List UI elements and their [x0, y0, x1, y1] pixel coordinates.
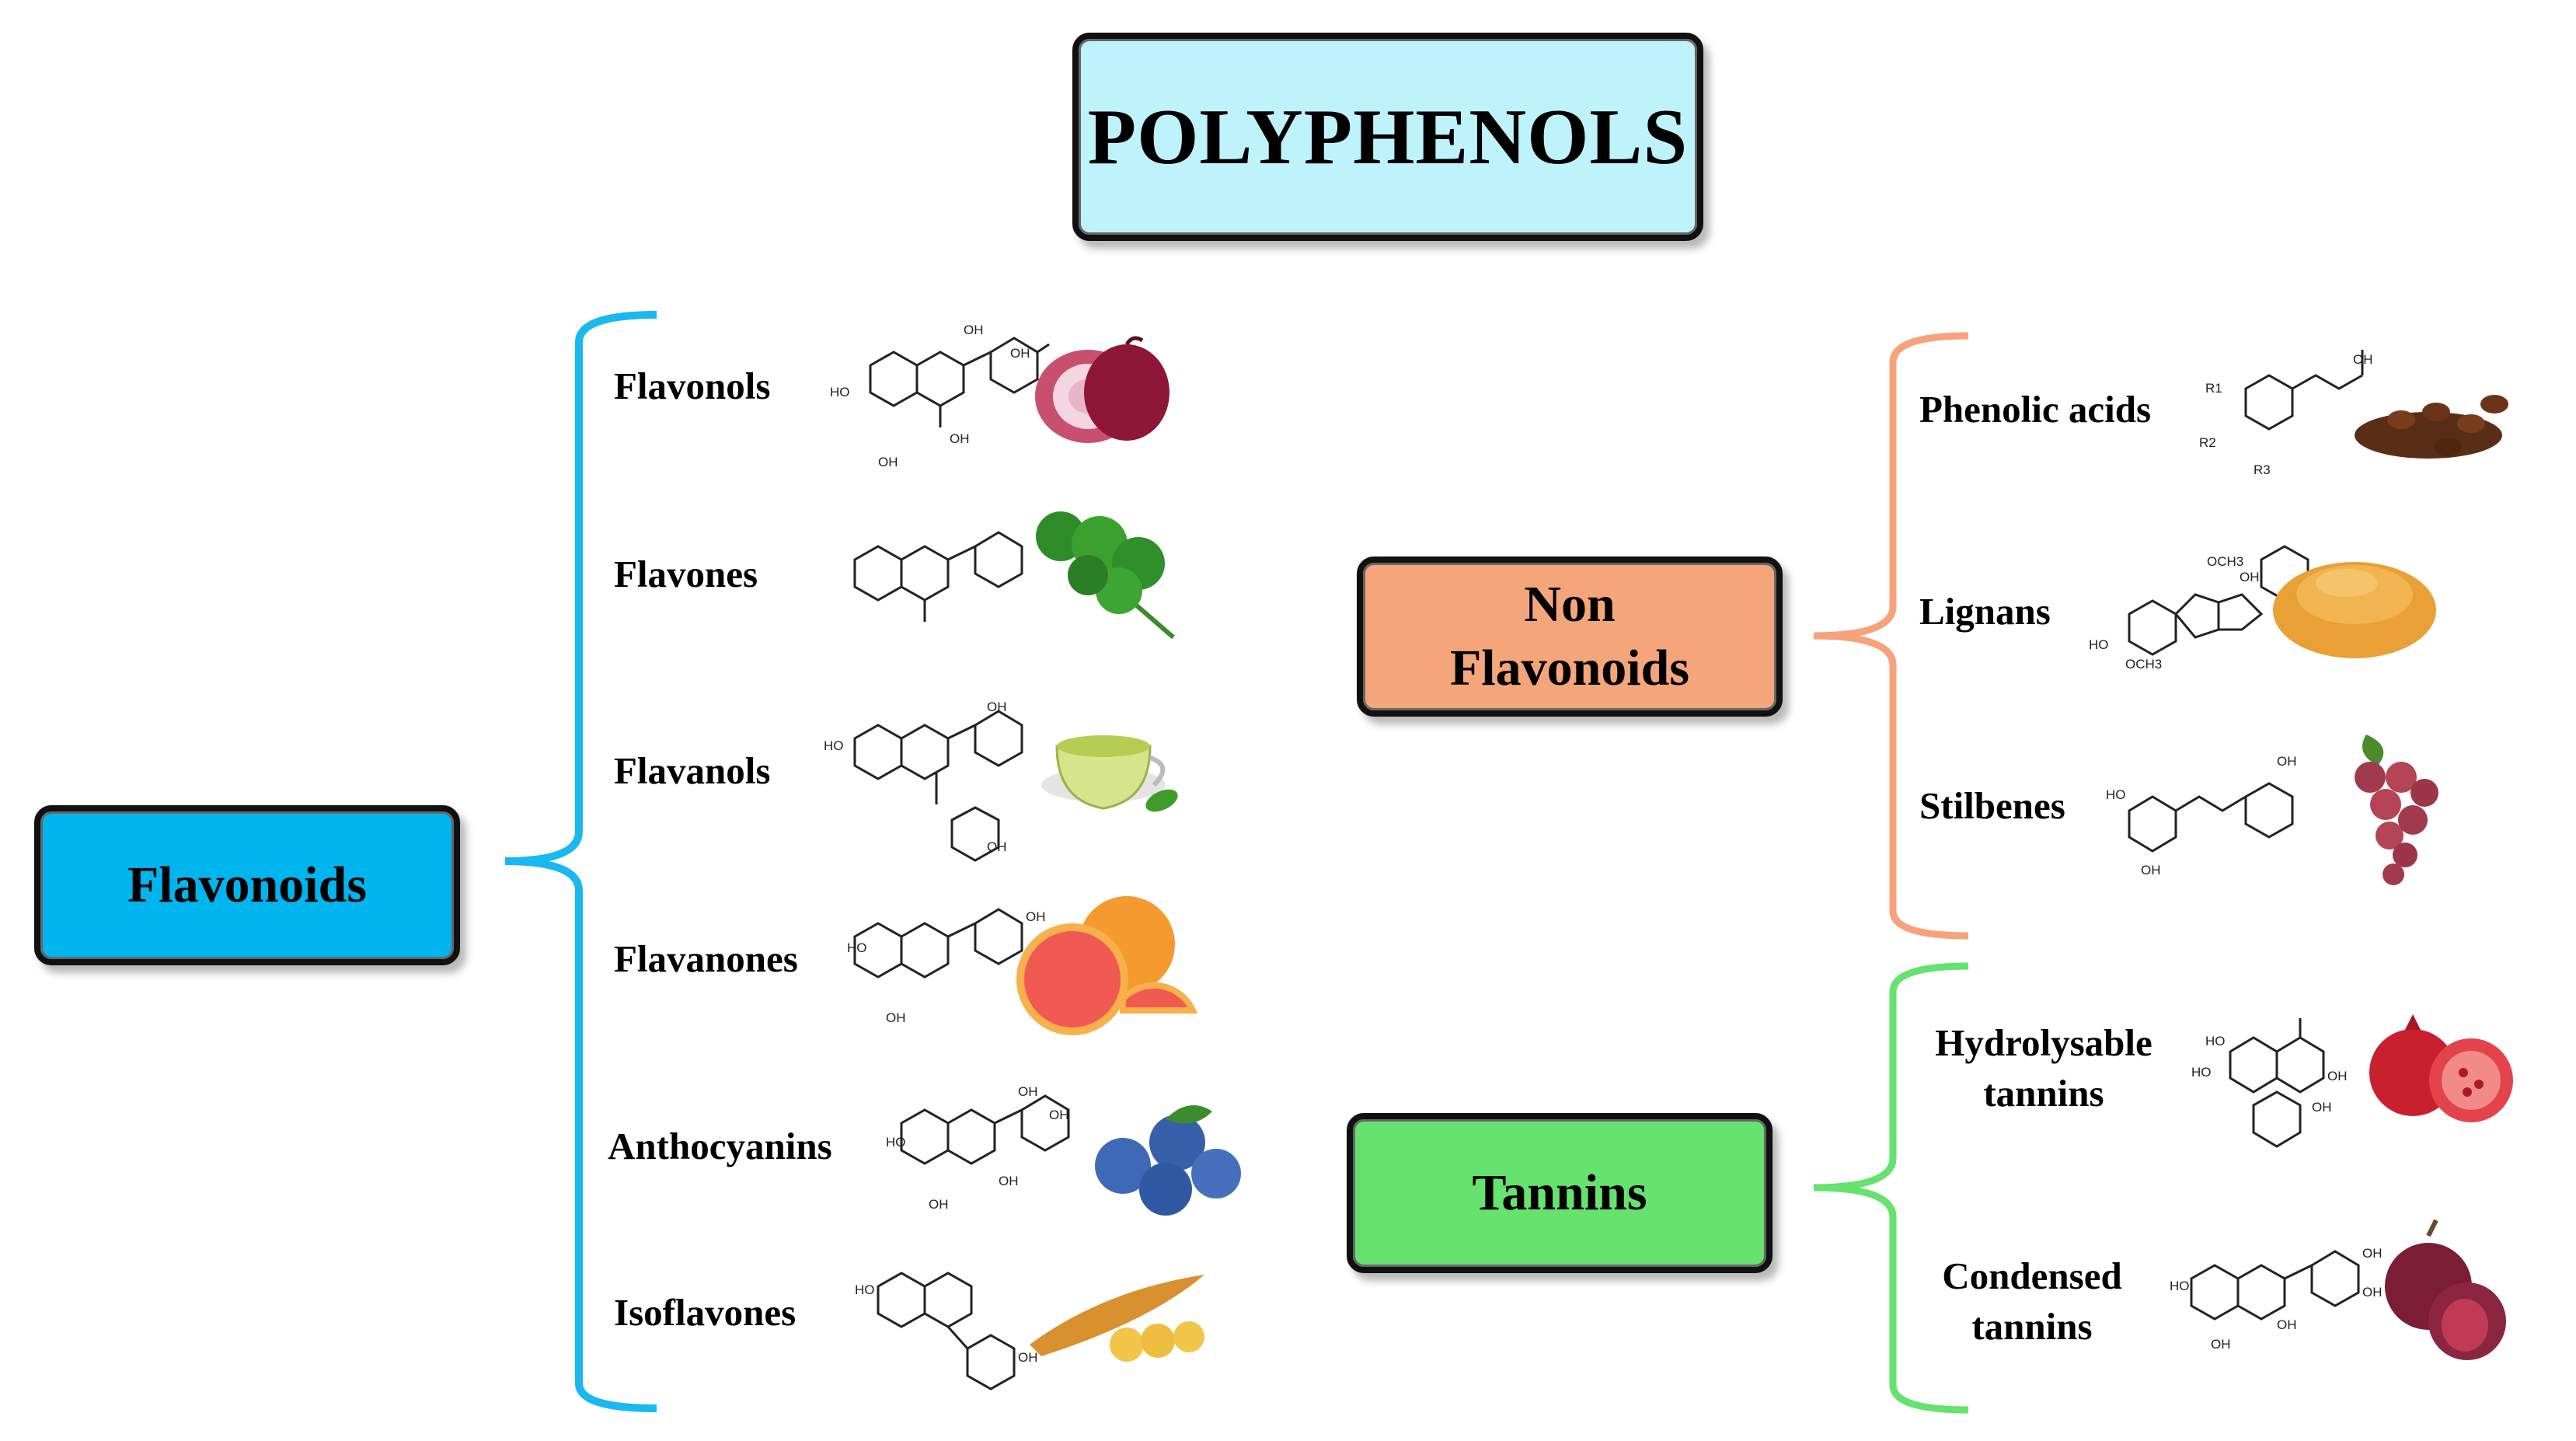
hydrolysable-tannins-label: Hydrolysable tannins [1915, 1018, 2172, 1118]
isoflavone-structure [877, 1272, 1016, 1390]
condensed-tannins-line2: tannins [1971, 1304, 2093, 1348]
hydrolysable-ho-label-2: HO [2191, 1065, 2212, 1080]
lignan-structure [2128, 545, 2309, 656]
flavanol-ho-label: HO [824, 738, 844, 753]
flavonol-oh-label-1: OH [964, 323, 984, 337]
flavanone-oh-label-2: OH [886, 1010, 906, 1025]
flavanones-label: Flavanones [614, 937, 798, 980]
polyphenols-title: POLYPHENOLS [1087, 92, 1689, 181]
anthocyanin-ho-label: HO [886, 1135, 906, 1150]
stilbene-oh-label-2: OH [2277, 754, 2297, 769]
stilbenes-label: Stilbenes [1919, 784, 2065, 827]
flavanols-label: Flavanols [614, 749, 771, 792]
flavonoids-box: Flavonoids [34, 805, 460, 965]
isoflavone-ho-label: HO [855, 1282, 875, 1297]
anthocyanin-structure [900, 1094, 1070, 1165]
isoflavones-label: Isoflavones [614, 1291, 797, 1334]
coffee-beans-icon [2355, 395, 2508, 459]
flavonol-oh-label-4: OH [950, 431, 970, 446]
ellagic-acid-structure [2229, 1018, 2325, 1148]
flavone-structure [853, 531, 1023, 622]
non-flavonoids-bracket [1813, 332, 1969, 940]
flavonoids-label: Flavonoids [127, 857, 368, 913]
flavonol-oh-label-2: OH [1010, 346, 1030, 361]
tannins-box: Tannins [1347, 1113, 1773, 1273]
flavanone-oh-label-1: OH [1026, 909, 1046, 924]
phenolic-acid-oh-label: OH [2353, 352, 2373, 367]
flavonol-structure [869, 337, 1050, 427]
phenolic-acids-label: Phenolic acids [1919, 388, 2152, 431]
non-flavonoids-box: Non Flavonoids [1357, 557, 1783, 717]
condensed-oh-label-1: OH [2362, 1246, 2383, 1261]
stilbene-oh-label-1: OH [2141, 863, 2161, 878]
flavanol-oh-label-1: OH [987, 700, 1007, 714]
flavones-label: Flavones [614, 553, 758, 595]
condensed-tannins-line1: Condensed [1942, 1254, 2122, 1297]
parsley-icon [1036, 511, 1175, 640]
anthocyanin-oh-label-3: OH [999, 1174, 1019, 1188]
hydrolysable-ho-label-1: HO [2205, 1034, 2226, 1048]
lignan-och3-label-1: OCH3 [2125, 657, 2162, 672]
flavanone-structure [853, 908, 1023, 979]
condensed-oh-label-4: OH [2211, 1337, 2231, 1352]
blueberries-icon [1095, 1105, 1241, 1216]
non-flavonoids-label-line2: Flavonoids [1449, 640, 1690, 696]
polyphenols-title-box: POLYPHENOLS [1072, 33, 1703, 241]
flaxseed-icon [2273, 562, 2436, 658]
stilbene-structure [2128, 782, 2294, 853]
stilbene-ho-label: HO [2106, 787, 2126, 802]
soybean-icon [1030, 1275, 1204, 1362]
phenolic-acid-r3-label: R3 [2254, 462, 2271, 477]
red-grape-icon [2385, 1219, 2506, 1360]
flavonoids-bracket [504, 311, 657, 1412]
onion-icon [1035, 336, 1169, 443]
flavanol-structure [853, 710, 1023, 862]
anthocyanin-oh-label-2: OH [1049, 1108, 1069, 1122]
grapefruit-icon [1016, 896, 1198, 1035]
lignan-ho-label: HO [2089, 637, 2109, 652]
phenolic-acid-structure [2244, 350, 2364, 431]
lignans-label: Lignans [1919, 590, 2051, 633]
flavanone-ho-label: HO [847, 940, 867, 955]
hydrolysable-oh-label-2: OH [2312, 1100, 2332, 1115]
anthocyanin-oh-label-1: OH [1018, 1084, 1038, 1099]
hydrolysable-oh-label-1: OH [2327, 1069, 2348, 1083]
lignan-oh-label: OH [2240, 570, 2260, 584]
anthocyanin-oh-label-4: OH [929, 1197, 949, 1212]
hydrolysable-tannins-line2: tannins [1983, 1071, 2104, 1115]
tannins-bracket [1813, 962, 1969, 1414]
pomegranate-icon [2369, 1014, 2513, 1122]
flavonols-label: Flavonols [614, 365, 771, 407]
non-flavonoids-label-line1: Non [1524, 575, 1616, 633]
tannins-label: Tannins [1472, 1164, 1647, 1221]
anthocyanins-label: Anthocyanins [608, 1125, 832, 1167]
condensed-oh-label-3: OH [2277, 1317, 2297, 1332]
condensed-ho-label: HO [2170, 1279, 2190, 1293]
phenolic-acid-r2-label: R2 [2199, 435, 2216, 450]
isoflavone-oh-label: OH [1018, 1350, 1038, 1365]
condensed-oh-label-2: OH [2362, 1285, 2383, 1300]
flavonol-ho-label: HO [830, 385, 850, 400]
lignan-och3-label-2: OCH3 [2207, 554, 2243, 569]
red-grapes-icon [2355, 734, 2438, 885]
flavanol-oh-label-2: OH [987, 839, 1007, 854]
flavonol-oh-label-3: OH [878, 455, 898, 469]
hydrolysable-tannins-line1: Hydrolysable [1935, 1021, 2152, 1064]
green-tea-icon [1041, 735, 1178, 812]
phenolic-acid-r1-label: R1 [2205, 381, 2222, 396]
condensed-tannins-label: Condensed tannins [1915, 1251, 2149, 1352]
catechin-structure [2190, 1250, 2360, 1321]
